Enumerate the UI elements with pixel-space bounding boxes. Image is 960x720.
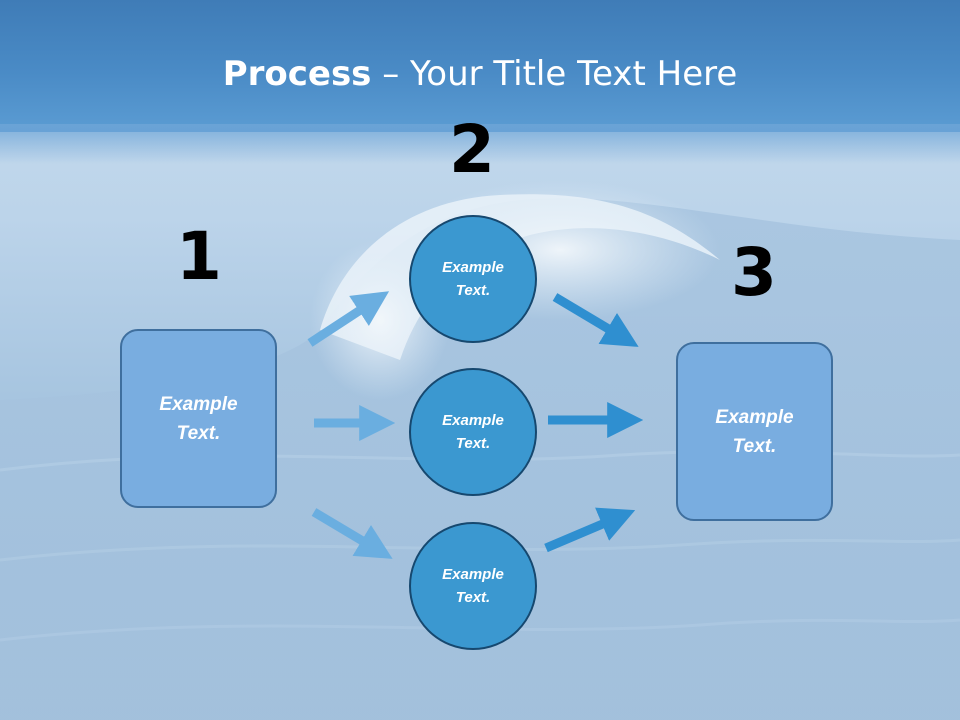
step-number-1: 1 bbox=[176, 218, 222, 295]
step-2-circle-top-line2: Text. bbox=[455, 282, 491, 299]
step-2-circle-top-line1: Example bbox=[442, 259, 504, 276]
step-number-2: 2 bbox=[449, 111, 495, 188]
title-rest: – Your Title Text Here bbox=[371, 54, 738, 94]
step-2-circle-bottom-line2: Text. bbox=[455, 589, 491, 606]
step-2-circle-middle[interactable]: Example Text. bbox=[409, 368, 537, 496]
step-1-text-line1: Example bbox=[159, 393, 238, 415]
step-3-text-line1: Example bbox=[715, 406, 794, 428]
step-1-box[interactable]: Example Text. bbox=[120, 329, 277, 508]
arrow-2-to-3-top bbox=[552, 293, 639, 347]
step-3-box[interactable]: Example Text. bbox=[676, 342, 833, 521]
title-bar-fade bbox=[0, 124, 960, 164]
step-2-circle-middle-line1: Example bbox=[442, 412, 504, 429]
step-3-text-line2: Text. bbox=[732, 435, 777, 457]
step-2-circle-bottom[interactable]: Example Text. bbox=[409, 522, 537, 650]
slide-title: Process – Your Title Text Here bbox=[0, 52, 960, 96]
title-bold: Process bbox=[222, 54, 372, 94]
step-2-circle-top[interactable]: Example Text. bbox=[409, 215, 537, 343]
step-1-text-line2: Text. bbox=[176, 422, 221, 444]
step-2-circle-bottom-line1: Example bbox=[442, 566, 504, 583]
arrow-2-to-3-bottom bbox=[544, 507, 636, 553]
arrow-1-to-2-bottom bbox=[311, 508, 393, 559]
title-bar bbox=[0, 0, 960, 132]
step-2-circle-middle-line2: Text. bbox=[455, 435, 491, 452]
step-number-3: 3 bbox=[731, 234, 777, 311]
arrow-1-to-2-top bbox=[307, 291, 390, 347]
